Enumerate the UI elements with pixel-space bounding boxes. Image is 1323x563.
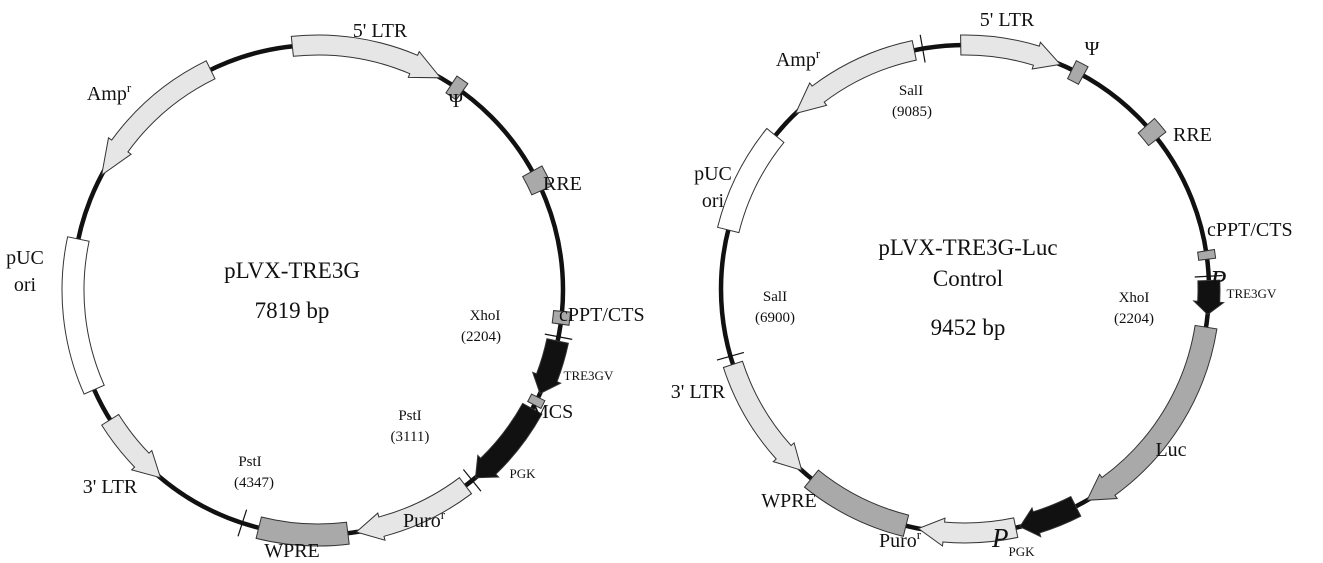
feature-glyphs (716, 34, 1225, 547)
site-label-xhoi: XhoI (1119, 290, 1150, 306)
feature-glyph-cppt-cts (1197, 248, 1217, 261)
feature-label-wpre: WPRE (264, 540, 320, 562)
feature-label-ori: ori (702, 190, 725, 212)
feature-glyph-psi (1066, 60, 1089, 85)
feature-glyph-ptre3gv (1192, 279, 1225, 316)
feature-glyph-puro-r (355, 477, 473, 541)
feature-label-cppt-cts: cPPT/CTS (1207, 219, 1293, 241)
feature-label-mcs: MCS (531, 401, 573, 423)
feature-glyph-rre (1137, 117, 1167, 147)
feature-label-5-ltr: 5' LTR (980, 9, 1035, 31)
feature-glyph-wpre (803, 469, 910, 538)
feature-label-puc: pUC (694, 163, 732, 185)
feature-glyph-psi (445, 75, 469, 101)
feature-glyph-amp-r (794, 40, 917, 115)
feature-label-3-ltr: 3' LTR (83, 476, 138, 498)
site-position-xhoi: (2204) (461, 329, 501, 345)
feature-label-p-pgk: PPGK (991, 523, 1035, 559)
feature-label-amp: Ampr (87, 80, 132, 105)
plasmid-size: 7819 bp (255, 298, 330, 323)
feature-label-rre: RRE (1173, 124, 1212, 146)
feature-glyph-puc-ori (61, 236, 105, 395)
feature-glyph-luc (1086, 324, 1218, 501)
feature-label-3-ltr: 3' LTR (671, 381, 726, 403)
site-tick-psti (462, 469, 482, 492)
feature-label-psi: Ψ (1085, 38, 1100, 60)
site-label-sali-9085: SalI (899, 83, 923, 99)
feature-glyph-rre (522, 165, 553, 196)
restriction-site-marks (237, 333, 573, 537)
plasmid-name-line2: Control (933, 266, 1003, 291)
feature-glyph-3-ltr (722, 360, 803, 472)
site-tick-xhoi (1194, 274, 1223, 278)
site-tick-xhoi (544, 333, 573, 340)
feature-label-p-pgk: PPGK (492, 445, 536, 481)
feature-glyph-ppgk (474, 402, 543, 479)
feature-label-ori: ori (14, 274, 37, 296)
site-label-psti-4347: PstI (238, 454, 261, 470)
feature-glyph-mcs (527, 393, 546, 410)
site-label-psti-3111: PstI (398, 408, 421, 424)
site-position-xhoi: (2204) (1114, 311, 1154, 327)
feature-glyph-ptre3gv (531, 338, 569, 395)
feature-glyph-3-ltr (101, 413, 162, 479)
site-position-sali-6900: (6900) (755, 310, 795, 326)
site-label-xhoi: XhoI (470, 308, 501, 324)
feature-label-luc: Luc (1155, 439, 1186, 461)
feature-label-amp: Ampr (776, 46, 821, 71)
site-tick-sali (919, 34, 926, 63)
plasmid-map-pLVX-TRE3G-Luc-Control: pLVX-TRE3G-Luc Control 9452 bp 5' LTR Ψ … (671, 9, 1293, 559)
plasmid-name: pLVX-TRE3G (224, 258, 360, 283)
feature-label-5-ltr: 5' LTR (353, 20, 408, 42)
feature-label-puro: Puror (403, 507, 446, 532)
feature-glyph-puro-r (917, 517, 1019, 547)
feature-glyph-cppt-cts (551, 310, 572, 326)
feature-label-wpre: WPRE (761, 490, 817, 512)
plasmid-name: pLVX-TRE3G-Luc (878, 235, 1057, 260)
feature-glyphs (61, 34, 572, 547)
feature-glyph-5-ltr (290, 34, 442, 79)
feature-glyph-puc-ori (716, 127, 785, 234)
feature-label-psi: Ψ (449, 90, 464, 112)
site-position-sali-9085: (9085) (892, 104, 932, 120)
feature-label-p-tre3gv: PTRE3GV (1209, 265, 1277, 301)
feature-label-p-tre3gv: PTRE3GV (546, 347, 614, 383)
site-label-sali-6900: SalI (763, 289, 787, 305)
site-tick-sali (716, 351, 745, 361)
site-position-psti-4347: (4347) (234, 475, 274, 491)
feature-glyph-wpre (255, 516, 350, 547)
plasmid-size: 9452 bp (931, 315, 1006, 340)
feature-label-puro: Puror (879, 527, 922, 552)
feature-label-rre: RRE (543, 173, 582, 195)
site-tick-psti (237, 509, 248, 537)
plasmid-map-pLVX-TRE3G: pLVX-TRE3G 7819 bp 5' LTR Ψ RRE cPPT/CTS… (6, 20, 644, 562)
feature-label-cppt-cts: cPPT/CTS (559, 304, 645, 326)
restriction-site-marks (716, 34, 1223, 361)
feature-glyph-amp-r (100, 60, 216, 177)
feature-glyph-5-ltr (960, 34, 1062, 70)
feature-glyph-ppgk (1019, 495, 1082, 538)
feature-label-puc: pUC (6, 247, 44, 269)
site-position-psti-3111: (3111) (391, 429, 430, 445)
